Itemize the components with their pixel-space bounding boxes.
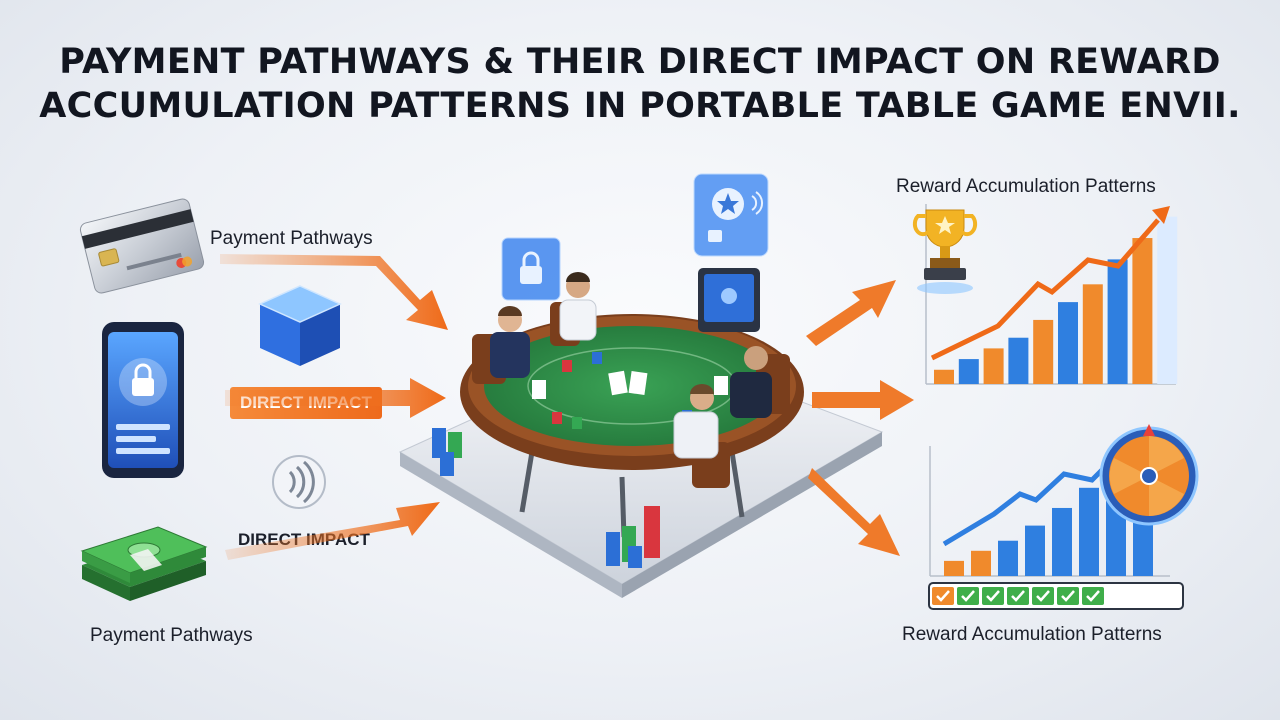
arrow-in-middle xyxy=(225,378,446,418)
arrow-in-bottom xyxy=(225,502,440,560)
cash-stack-icon xyxy=(80,526,208,601)
reward-bar-top xyxy=(1008,337,1029,384)
star-panel-icon xyxy=(693,173,769,257)
reward-bar-bottom xyxy=(1052,507,1072,576)
credit-card-icon xyxy=(79,198,205,294)
blue-cube-icon xyxy=(258,285,342,366)
reward-bar-top xyxy=(934,369,954,384)
reward-progress-bar xyxy=(928,582,1184,610)
page-title: PAYMENT PATHWAYS & THEIR DIRECT IMPACT O… xyxy=(0,40,1280,128)
reward-bar-top xyxy=(1058,302,1078,384)
arrow-out-top xyxy=(806,280,896,346)
poker-table-scene xyxy=(398,268,884,598)
player-back xyxy=(550,272,597,346)
reward-trend-line-top xyxy=(930,218,1160,361)
check-icon xyxy=(986,590,1000,602)
reward-trend-line-bottom xyxy=(942,450,1122,547)
player-front xyxy=(673,384,730,488)
reward-bar-bottom xyxy=(971,550,991,576)
reward-patterns-label-top: Reward Accumulation Patterns xyxy=(896,176,1156,197)
title-line-2: ACCUMULATION PATTERNS IN PORTABLE TABLE … xyxy=(39,86,1241,126)
check-icon xyxy=(1011,590,1025,602)
check-icon xyxy=(1036,590,1050,602)
contactless-icon xyxy=(272,455,326,509)
prize-wheel-icon xyxy=(1099,424,1199,526)
reward-bar-top xyxy=(1082,284,1103,384)
check-icon xyxy=(1086,590,1100,602)
check-icon xyxy=(936,590,950,602)
payment-pathways-label-top: Payment Pathways xyxy=(210,228,373,249)
platform-chips xyxy=(432,428,660,568)
check-icon xyxy=(1061,590,1075,602)
reward-trend-arrowhead-top xyxy=(1152,206,1170,224)
reward-bar-top xyxy=(1132,238,1153,384)
reward-bar-bottom xyxy=(1025,525,1045,576)
arrow-out-bottom xyxy=(808,468,900,556)
trophy-icon xyxy=(912,209,978,294)
reward-chart-top xyxy=(925,204,1178,385)
reward-patterns-label-bottom: Reward Accumulation Patterns xyxy=(902,624,1162,645)
check-icon xyxy=(961,590,975,602)
reward-bar-top xyxy=(983,348,1004,384)
reward-bar-bottom xyxy=(998,540,1018,576)
reward-bar-top xyxy=(1033,319,1054,384)
player-right xyxy=(730,346,790,418)
reward-bar-top xyxy=(1107,259,1128,384)
player-left xyxy=(472,306,530,384)
reward-bar-top xyxy=(958,359,979,384)
reward-bar-bottom xyxy=(944,560,964,576)
payment-pathways-label-bottom: Payment Pathways xyxy=(90,625,253,646)
lock-panel-icon xyxy=(501,237,561,301)
tablet-icon xyxy=(698,268,760,332)
reward-bar-top xyxy=(1157,216,1178,384)
arrow-out-middle xyxy=(812,380,914,420)
smartphone-lock-icon xyxy=(102,322,184,478)
arrow-in-top xyxy=(220,254,448,330)
title-line-1: PAYMENT PATHWAYS & THEIR DIRECT IMPACT O… xyxy=(59,42,1221,82)
reward-bar-bottom xyxy=(1079,487,1099,576)
